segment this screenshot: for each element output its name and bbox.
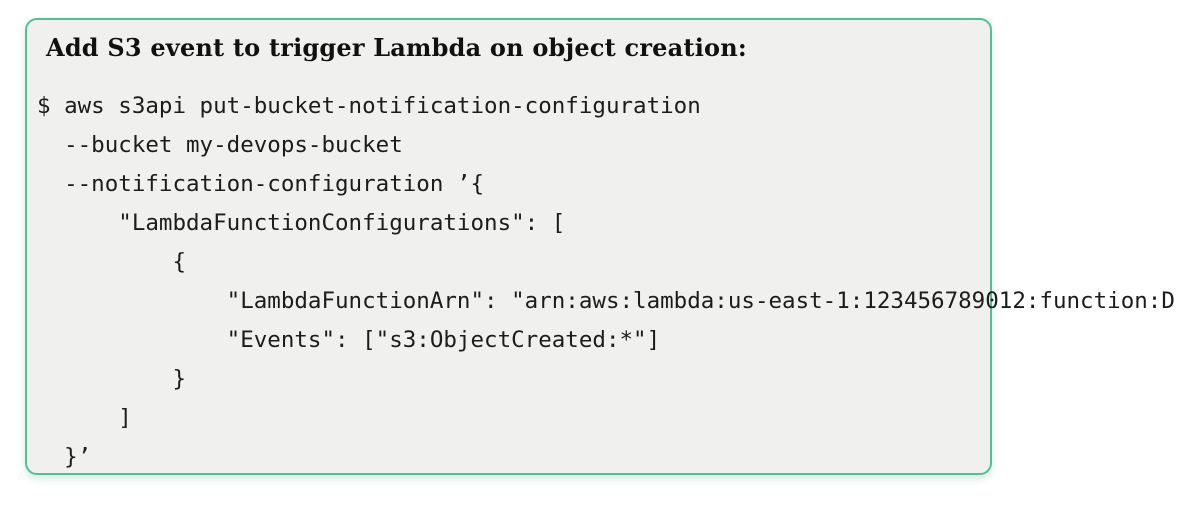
code-line: } (37, 366, 187, 392)
card-title: Add S3 event to trigger Lambda on object… (46, 33, 747, 62)
code-line: "Events": ["s3:ObjectCreated:*"] (37, 327, 661, 353)
code-line: $ aws s3api put-bucket-notification-conf… (37, 93, 701, 119)
code-line: --notification-configuration ’{ (37, 171, 485, 197)
code-line: --bucket my-devops-bucket (37, 132, 403, 158)
code-line: { (37, 249, 187, 275)
code-line: ] (37, 405, 132, 431)
code-line: }’ (37, 444, 92, 470)
code-card: Add S3 event to trigger Lambda on object… (25, 18, 1175, 477)
terminal-command-block: $ aws s3api put-bucket-notification-conf… (37, 87, 1175, 477)
code-line: "LambdaFunctionArn": "arn:aws:lambda:us-… (37, 288, 1175, 314)
code-line: "LambdaFunctionConfigurations": [ (37, 210, 566, 236)
